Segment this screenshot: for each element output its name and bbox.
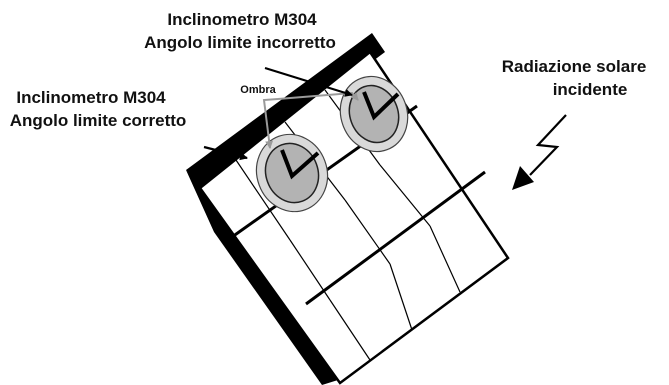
- label-incorrect-title: Inclinometro M304: [167, 10, 317, 29]
- label-incorrect-subtitle: Angolo limite incorretto: [144, 33, 336, 52]
- label-correct-title: Inclinometro M304: [16, 88, 166, 107]
- inclinometer-correct-sensor: [255, 133, 329, 213]
- label-correct-subtitle: Angolo limite corretto: [10, 111, 187, 130]
- label-radiation-line1: Radiazione solare: [502, 57, 647, 76]
- panel-frame: [186, 33, 385, 380]
- label-shadow: Ombra: [240, 84, 276, 96]
- radiation-lightning-arrow-icon: [512, 114, 567, 190]
- panel-face: [198, 50, 510, 385]
- pointer-arrow-icon: [203, 145, 248, 161]
- shadow-arrow-left: [262, 98, 279, 149]
- panel-side-edge: [186, 170, 338, 385]
- sensor-dial-icon: [280, 149, 320, 180]
- sensor-dial-icon: [362, 91, 400, 121]
- pointer-arrow-icon: [264, 66, 353, 97]
- label-radiation-line2: incidente: [553, 80, 628, 99]
